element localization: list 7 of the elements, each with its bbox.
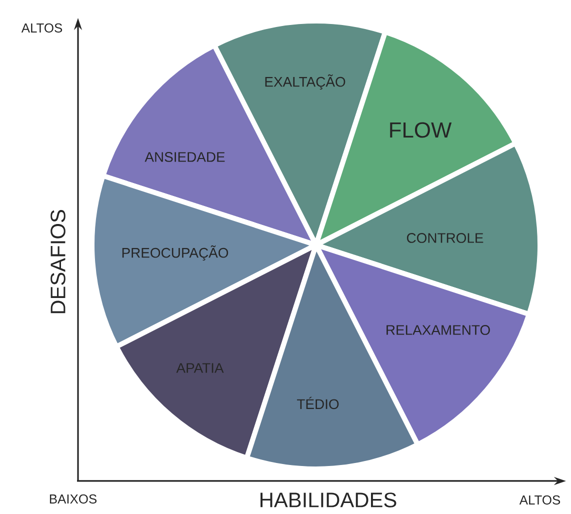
pie-sector: PREOCUPAÇÃO (90, 173, 318, 350)
axis-label: DESAFIOS (50, 210, 66, 314)
axis-label: BAIXOS (50, 494, 97, 504)
pie-sector: CONTROLE (314, 140, 542, 317)
axis-label: HABILIDADES (260, 492, 396, 508)
axis-label: ALTOS (519, 495, 560, 505)
axis-label: ALTOS (21, 23, 62, 33)
